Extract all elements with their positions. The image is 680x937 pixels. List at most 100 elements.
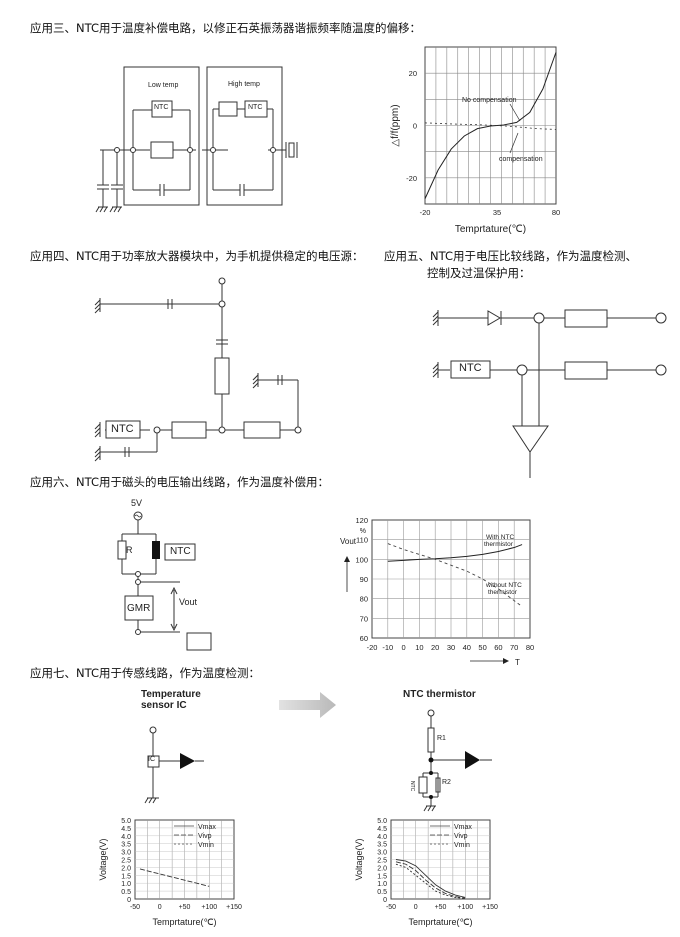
series-line [395,859,466,898]
x-tick-label: +50 [179,904,191,911]
y-tick-label: 3.0 [121,850,131,857]
annotation-label: With NTC [486,534,514,541]
x-tick-label: +100 [457,904,473,911]
annotation-leader [509,132,519,154]
y-tick-label: 4.5 [121,826,131,833]
ntc-label-c4: NTC [111,423,134,435]
y-tick-label: 1.5 [121,873,131,880]
y-tick-label: 120 [355,516,368,525]
annotation-label: without NTC [485,582,522,589]
y-tick-label: 1.0 [377,881,387,888]
r-label: R [126,545,133,555]
ntc-thermistor-title: NTC thermistor [403,689,476,700]
x-tick-label: +50 [435,904,447,911]
legend-label: Vmin [454,842,470,849]
x-tick-label: 20 [431,643,439,652]
y-tick-label: 3.5 [377,842,387,849]
y-tick-label: 1.5 [377,873,387,880]
x-tick-label: 0 [414,904,418,911]
annotation-label: thermistor [484,541,514,548]
y-tick-label: 80 [360,595,368,604]
x-axis-label: Temprtature(℃) [152,917,216,927]
ntc-label-c5: NTC [459,362,482,374]
x-tick-label: 35 [493,208,501,217]
x-tick-label: 30 [447,643,455,652]
annotation-label: compensation [499,156,543,163]
y-tick-label: 0 [127,897,131,904]
ntc-label-c3-b: NTC [248,104,263,111]
y-tick-label: 1.0 [121,881,131,888]
y-tick-label: 5.0 [121,818,131,825]
series-line [395,861,466,899]
low-temp-label: Low temp [148,82,179,89]
annotation-label: thermistor [488,589,518,596]
vout-label: Vout [179,597,198,607]
x-tick-label: +150 [482,904,498,911]
x-tick-label: 80 [526,643,534,652]
y-axis-label: Voltage(V) [354,838,364,880]
y-tick-label: 0.5 [377,889,387,896]
supply-5v: 5V [131,498,143,508]
y-tick-label: 3.0 [377,850,387,857]
x-tick-label: -20 [420,208,431,217]
temp-sensor-title-line1: Temperature [141,689,201,700]
ntc-vertical-label: NTC [409,781,415,792]
plot-frame [390,819,491,900]
x-tick-label: 0 [158,904,162,911]
r1-label: R1 [437,735,446,742]
x-tick-label: 60 [494,643,502,652]
x-tick-label: 80 [552,208,560,217]
section-arrow [279,692,336,718]
ntc-label-c6: NTC [170,546,191,557]
y-tick-label: 90 [360,575,368,584]
y-tick-label: 4.0 [377,834,387,841]
annotation-label: No compensation [462,97,517,104]
caption-app4: 应用四、NTC用于功率放大器模块中，为手机提供稳定的电压源： [30,249,364,263]
legend-label: Vmax [198,824,216,831]
x-tick-label: -20 [367,643,378,652]
series-line [395,863,466,899]
y-tick-label: 4.5 [377,826,387,833]
ntc-label-c3-a: NTC [154,104,169,111]
y-tick-label: 110 [356,536,368,545]
y-tick-label: 0 [383,897,387,904]
series-line [424,122,557,130]
legend-label: Vmax [454,824,472,831]
series-line [424,52,557,199]
r2-label: R2 [442,779,451,786]
legend-label: Vivp [198,833,212,840]
y-tick-label: 70 [360,614,368,623]
y-tick-label: 20 [409,69,417,78]
series-line [387,543,523,607]
x-tick-label: 50 [478,643,486,652]
x-axis-label: Temprtature(℃) [455,224,526,235]
plot-frame [424,46,557,205]
x-tick-label: -50 [386,904,396,911]
y-tick-label: 3.5 [121,842,131,849]
x-tick-label: +150 [226,904,242,911]
y-tick-label: 2.5 [121,858,131,865]
y-axis-arrowhead [344,556,350,562]
series-line [139,868,210,887]
plot-frame [134,819,235,900]
x-tick-label: 10 [415,643,423,652]
y-tick-label: 0.5 [121,889,131,896]
x-tick-label: -10 [382,643,393,652]
annotation-leader [509,103,521,122]
x-tick-label: 40 [463,643,471,652]
y-unit-label: % [360,528,366,535]
y-tick-label: 2.0 [121,865,131,872]
series-line [387,544,523,562]
y-axis-label: △f/f(ppm) [390,104,401,146]
x-tick-label: +100 [201,904,217,911]
ic-label: IC [148,756,155,763]
